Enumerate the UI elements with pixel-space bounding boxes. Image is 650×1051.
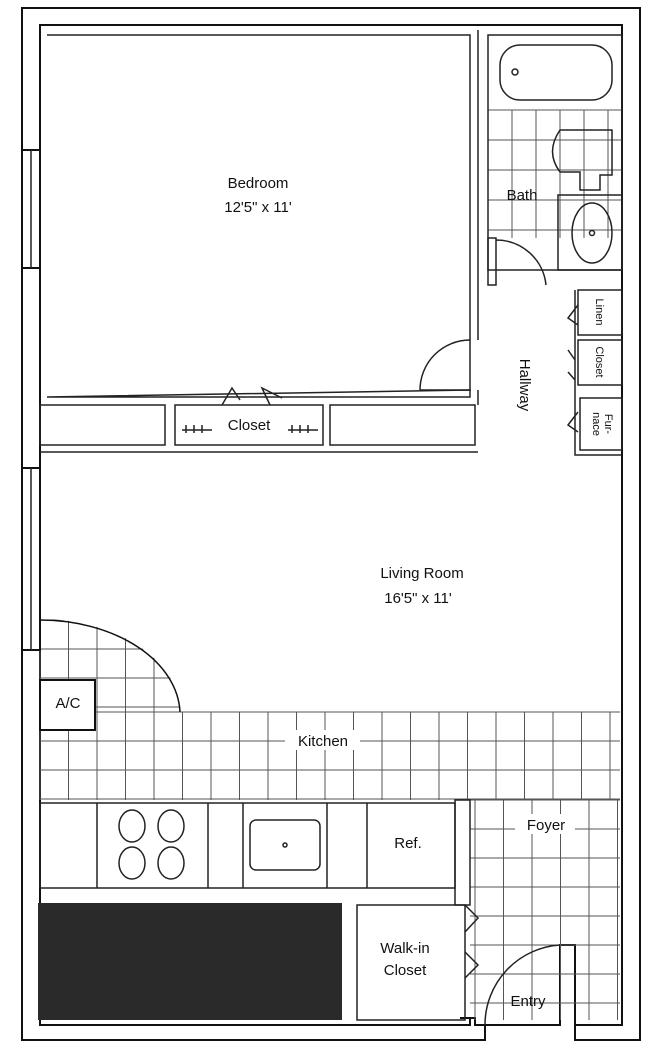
bedroom-closet-label: Closet	[228, 417, 271, 434]
hall-closet[interactable]	[577, 339, 623, 386]
furnace-closet[interactable]	[579, 397, 623, 451]
kitchen-sink-icon	[249, 819, 321, 871]
living-room-label: Living Room	[380, 565, 463, 582]
bath-door	[487, 237, 547, 286]
walkin-closet[interactable]	[356, 904, 466, 1021]
bedroom-door	[419, 339, 471, 391]
stove-icon	[118, 809, 185, 880]
ac-unit	[39, 679, 96, 731]
furnace-label-2: nace	[590, 412, 602, 436]
bedroom-label: Bedroom	[228, 175, 289, 192]
entry-door[interactable]	[484, 944, 561, 1026]
bath-label: Bath	[507, 187, 538, 204]
exterior-wall	[21, 7, 641, 1041]
hallway-label: Hallway	[516, 359, 533, 412]
refrigerator-label: Ref.	[394, 835, 422, 852]
walkin-closet-label-2: Closet	[384, 962, 427, 979]
walkin-closet-label-1: Walk-in	[380, 940, 429, 957]
bedroom-wall	[46, 30, 479, 405]
closet-label: Closet	[593, 346, 605, 377]
living-room-size: 16'5" x 11'	[384, 590, 452, 607]
toilet-icon	[551, 129, 613, 191]
foyer-label: Foyer	[527, 817, 565, 834]
bathtub-icon	[499, 44, 613, 101]
closet-door-icon	[221, 386, 283, 406]
kitchen-floor-edge	[39, 619, 181, 713]
furnace-label-1: Fur-	[602, 414, 614, 435]
bedroom-size: 12'5" x 11'	[224, 199, 292, 216]
bath	[487, 34, 623, 271]
bedroom-closet[interactable]	[174, 404, 324, 446]
kitchen-label: Kitchen	[298, 733, 348, 750]
entry-label: Entry	[510, 993, 546, 1010]
linen-label: Linen	[593, 299, 605, 326]
bathroom-sink-icon	[571, 202, 613, 264]
tile-floor	[39, 109, 622, 1020]
floor-mask	[41, 619, 181, 711]
ac-label: A/C	[55, 695, 80, 712]
linen-closet[interactable]	[577, 289, 623, 336]
rug	[38, 903, 342, 1020]
